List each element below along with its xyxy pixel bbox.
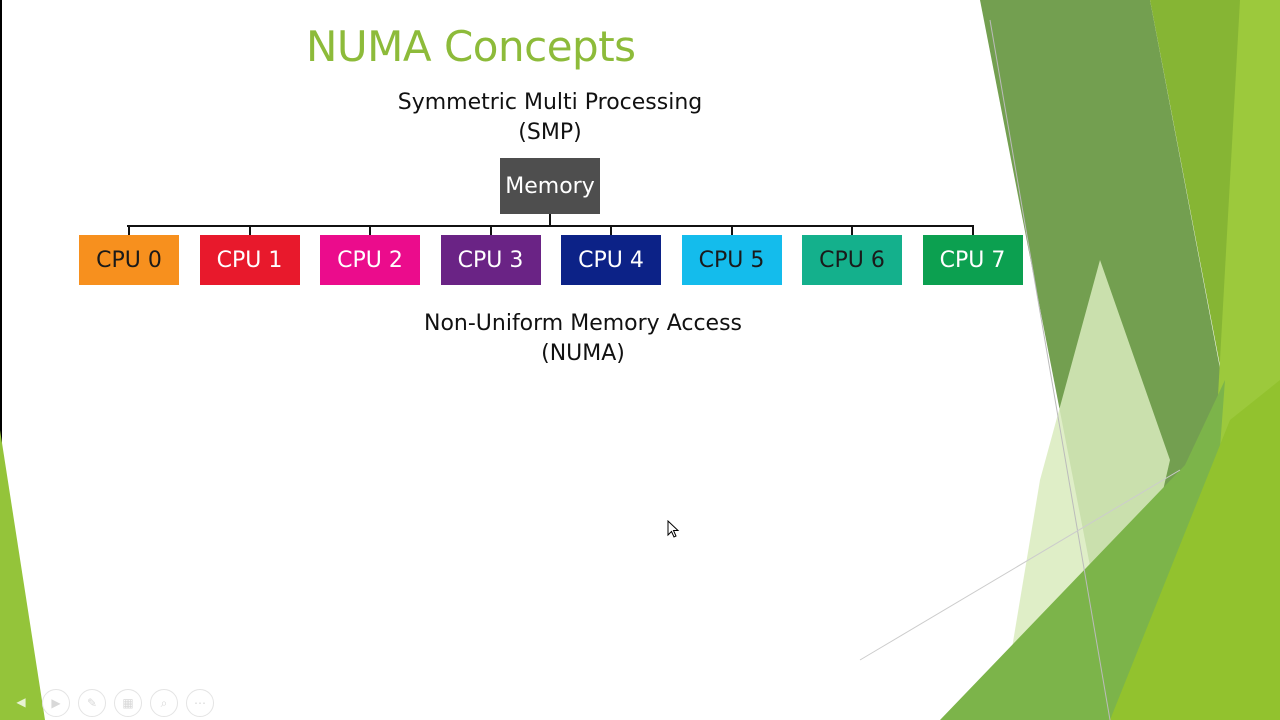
pen-tool-button[interactable]: ✎: [78, 689, 106, 717]
cpu-box-4: CPU 4: [561, 235, 661, 285]
window-edge: [0, 0, 2, 720]
numa-label: Non-Uniform Memory Access (NUMA): [383, 309, 783, 369]
cpu-drop-line-0: [128, 225, 130, 235]
numa-label-line2: (NUMA): [541, 341, 625, 366]
right-bright-green-triangle: [1110, 380, 1280, 720]
cpu-drop-line-4: [610, 225, 612, 235]
pen-tool-icon: ✎: [86, 696, 98, 710]
memory-box: Memory: [500, 158, 600, 214]
cpu-box-2: CPU 2: [320, 235, 420, 285]
cpu-drop-line-2: [369, 225, 371, 235]
zoom-icon: ⌕: [160, 695, 168, 710]
more-options-button[interactable]: ⋯: [186, 689, 214, 717]
see-all-slides-icon: ▦: [122, 696, 134, 710]
cpu-drop-line-6: [851, 225, 853, 235]
cpu-box-5: CPU 5: [681, 235, 782, 285]
next-slide-icon: ▶: [51, 696, 61, 710]
mouse-cursor-icon: [667, 520, 680, 538]
cpu-box-0: CPU 0: [79, 235, 179, 285]
numa-label-line1: Non-Uniform Memory Access: [423, 311, 743, 336]
see-all-slides-button[interactable]: ▦: [114, 689, 142, 717]
cpu-drop-line-1: [248, 225, 251, 235]
cpu-drop-line-7: [971, 225, 974, 235]
cpu-bus-line: [127, 225, 973, 227]
slide-title: NUMA Concepts: [306, 22, 636, 71]
smp-label: Symmetric Multi Processing (SMP): [350, 88, 750, 148]
zoom-button[interactable]: ⌕: [150, 689, 178, 717]
more-options-icon: ⋯: [194, 696, 206, 710]
smp-label-line2: (SMP): [518, 120, 582, 145]
cpu-drop-line-3: [489, 225, 492, 235]
cpu-box-3: CPU 3: [440, 235, 541, 285]
smp-label-line1: Symmetric Multi Processing: [397, 90, 703, 115]
previous-slide-icon: ◀: [16, 695, 26, 709]
memory-connector: [549, 214, 551, 226]
left-green-wedge: [0, 430, 45, 720]
cpu-box-7: CPU 7: [922, 235, 1023, 285]
cpu-box-1: CPU 1: [199, 235, 300, 285]
slideshow-controls: ◀ ▶ ✎ ▦ ⌕ ⋯: [8, 689, 214, 717]
cpu-drop-line-5: [730, 225, 733, 235]
next-slide-button[interactable]: ▶: [42, 689, 70, 717]
previous-slide-button[interactable]: ◀: [8, 689, 34, 715]
cpu-box-6: CPU 6: [802, 235, 902, 285]
